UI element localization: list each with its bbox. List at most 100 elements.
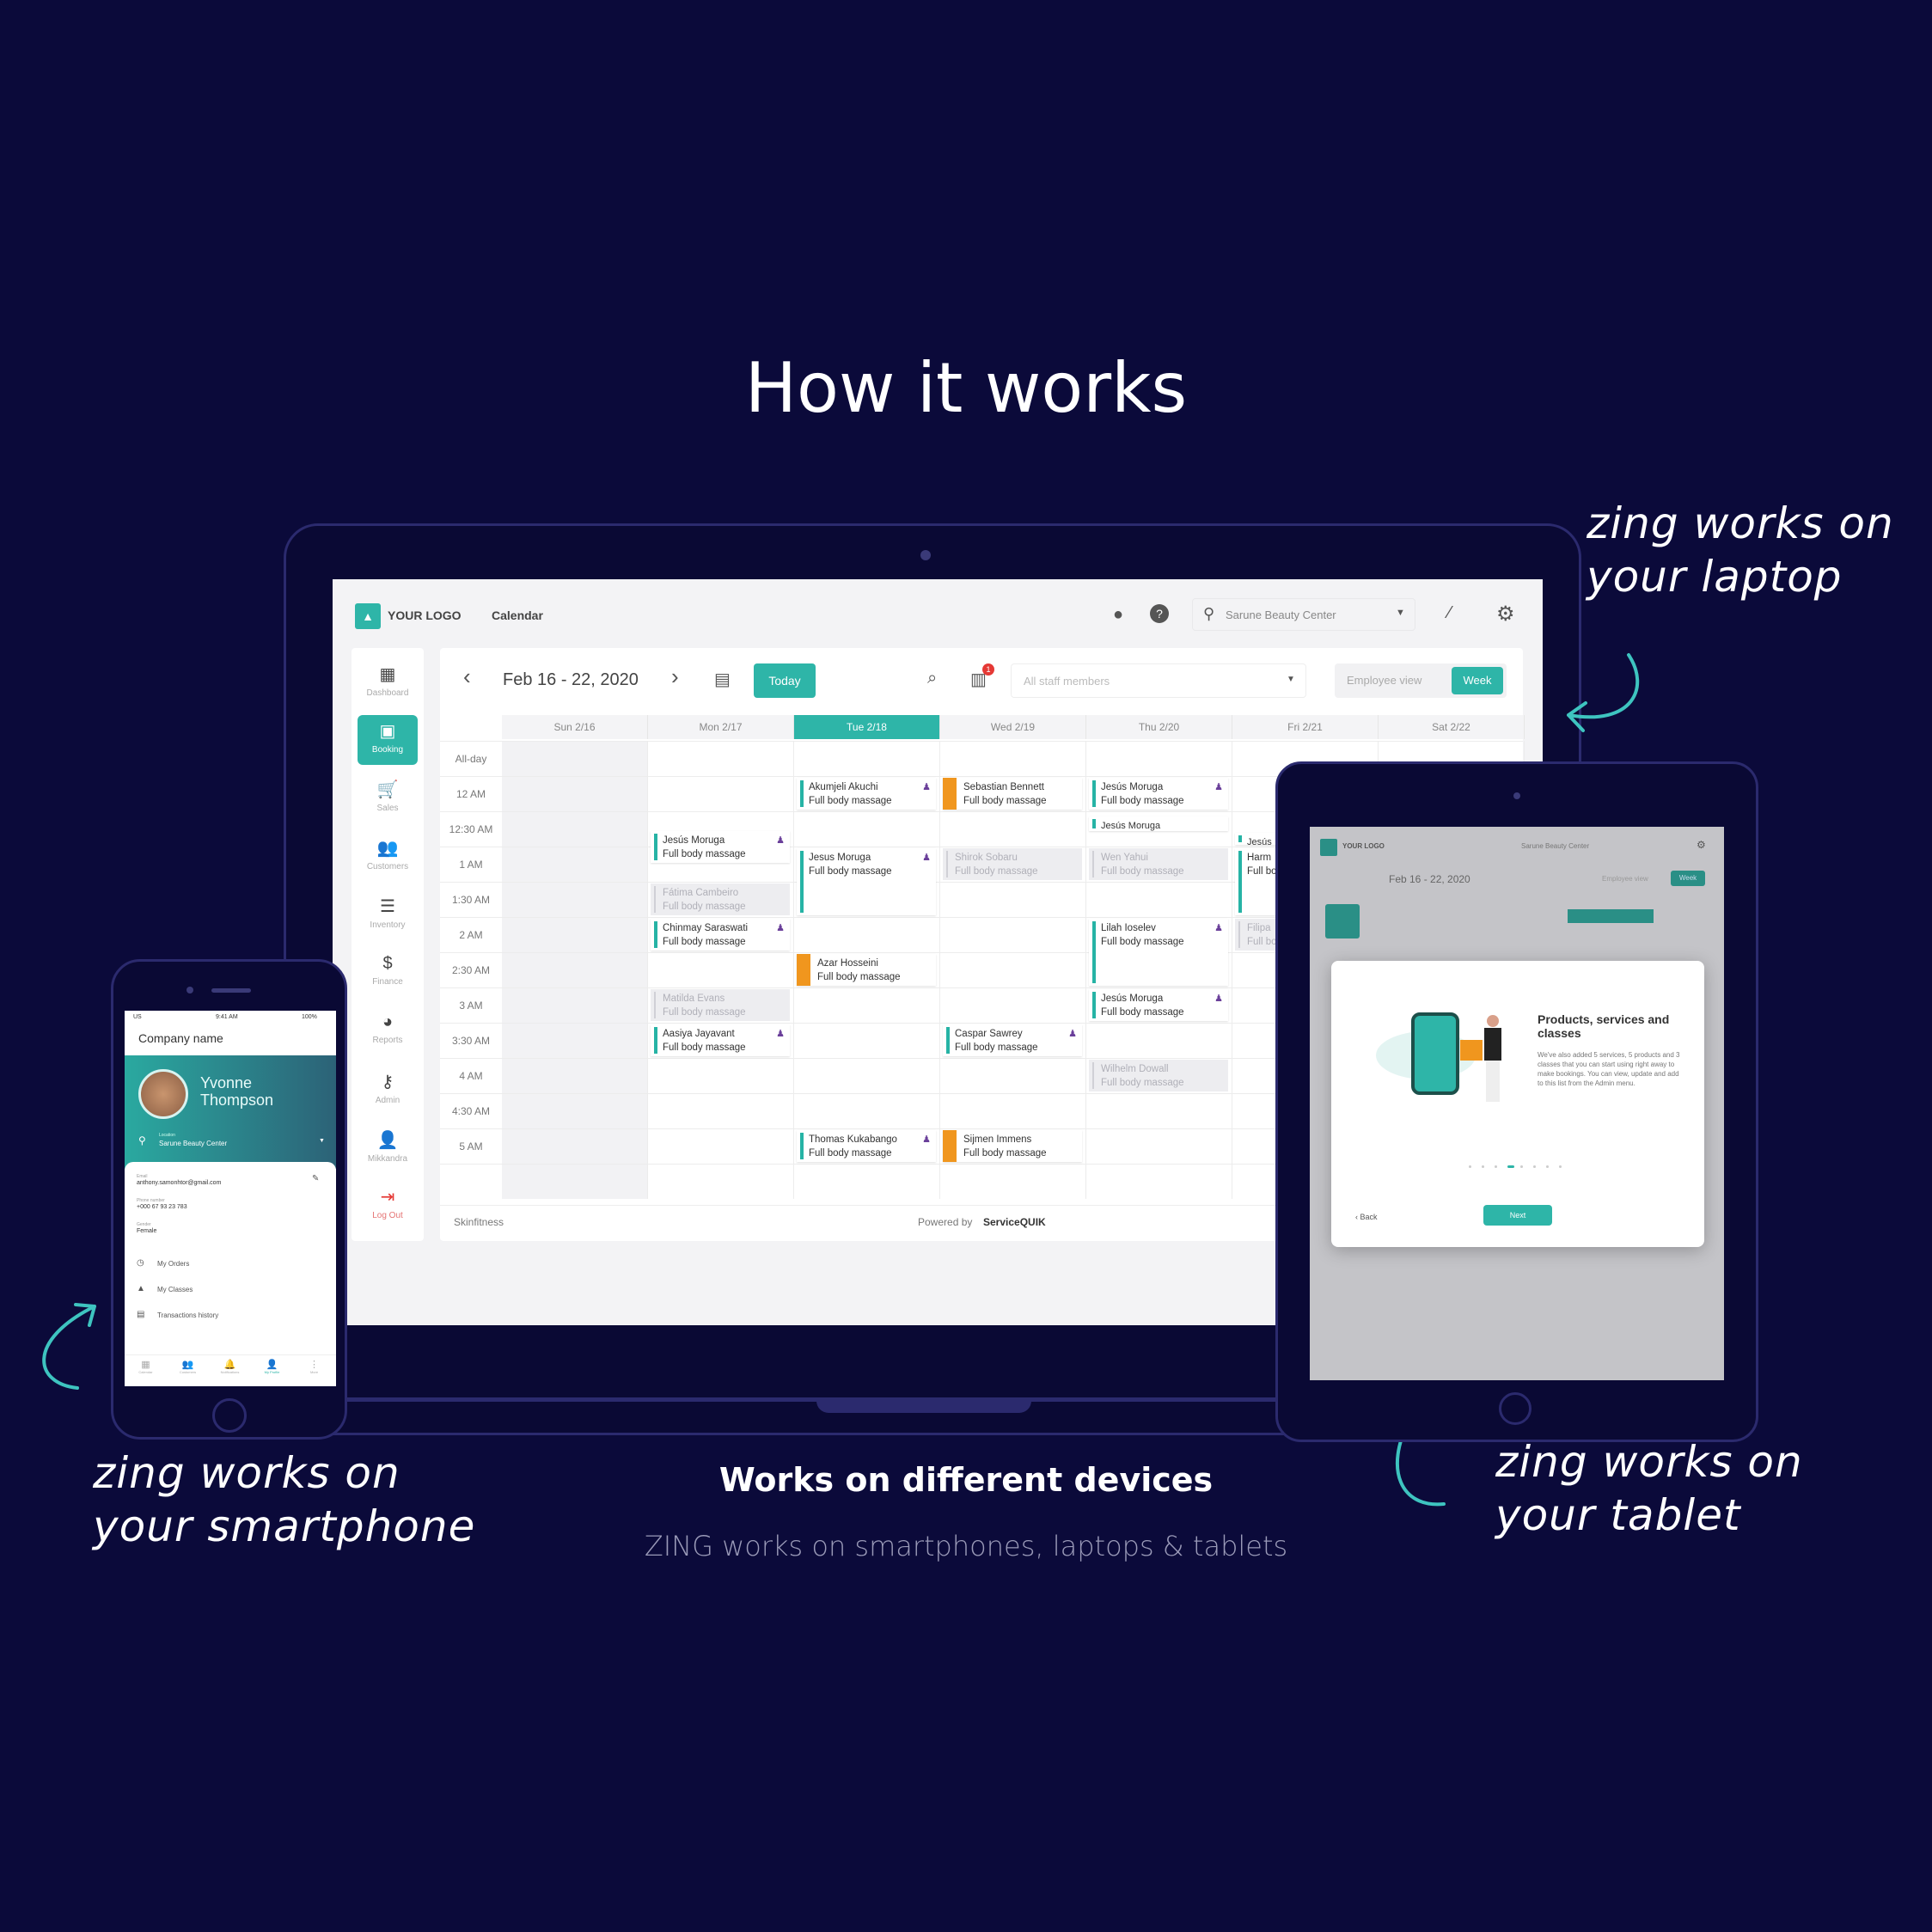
sidebar-item-mikkandra[interactable]: 👤Mikkandra [358,1124,418,1174]
step-dot [1546,1165,1549,1168]
today-button[interactable]: Today [754,663,816,698]
appointment-client: Fátima Cambeiro [663,888,739,898]
location-select[interactable]: ⚲ Sarune Beauty Center ▼ [1192,598,1415,631]
day-column[interactable] [502,741,648,1199]
sidebar-item-inventory[interactable]: ☰Inventory [358,890,418,940]
appointment-client: Jesús Moruga [1101,821,1161,831]
bottom-nav: ▦Calendar👥Customers🔔Notifications👤My Pro… [125,1354,336,1386]
prev-week-button[interactable]: ‹ [463,663,471,689]
notification-icon[interactable]: ● [1113,605,1124,624]
time-label: 1:30 AM [451,894,491,906]
key-icon: ⚷ [381,1073,394,1091]
sidebar-item-admin[interactable]: ⚷Admin [358,1066,418,1116]
appointment-service: Full body massage [963,796,1047,806]
calendar-picker-icon[interactable]: ▤ [714,670,731,689]
receipt-icon: ▤ [137,1310,145,1319]
edit-icon[interactable]: ✎ [312,1174,320,1183]
row-divider [440,952,1523,953]
chevron-down-icon: ▼ [1396,608,1405,618]
day-column[interactable] [1086,741,1232,1199]
dollar-icon: $ [382,954,393,973]
nav-item-calendar[interactable]: ▦Calendar [125,1359,167,1374]
sidebar-item-label: Sales [376,804,399,813]
location-value[interactable]: Sarune Beauty Center [159,1140,228,1147]
appointment-service: Full body massage [1101,1007,1184,1018]
location-value: Sarune Beauty Center [1521,842,1590,850]
sidebar-item-customers[interactable]: 👥 Customers [358,832,418,882]
menu-item[interactable]: My Classes [157,1286,193,1293]
appointment-client: Sebastian Bennett [963,782,1044,792]
sidebar-item-finance[interactable]: $Finance [358,949,418,999]
date-range: Feb 16 - 22, 2020 [1389,873,1470,885]
time-label: 3 AM [459,1000,483,1012]
gear-icon[interactable]: ⚙ [1496,602,1515,626]
arrow-smartphone-icon [42,1303,96,1390]
footer-business: Skinfitness [454,1216,504,1228]
search-icon[interactable]: ⌕ [927,669,938,688]
staff-select[interactable]: All staff members ▼ [1011,663,1306,698]
phone-camera [186,987,193,994]
nav-item-notifications[interactable]: 🔔Notifications [209,1359,251,1374]
menu-item[interactable]: Transactions history [157,1311,219,1319]
day-column[interactable] [940,741,1086,1199]
appointment-service: Full body massage [1101,796,1184,806]
day-column[interactable] [648,741,794,1199]
sidebar-item-booking[interactable]: ▣Booking [358,715,418,765]
page-title: Calendar [492,608,543,622]
next-button[interactable]: Next [1483,1205,1552,1226]
time-label: 4:30 AM [451,1105,491,1117]
next-week-button[interactable]: › [671,663,679,689]
appointment-card[interactable]: Jesús Moruga [1089,816,1228,831]
help-icon[interactable]: ? [1150,604,1169,623]
user-last-name: Thompson [200,1091,274,1109]
sidebar-item-dashboard[interactable]: ▦Dashboard [358,658,418,708]
nav-label: Customers [179,1370,197,1374]
week-view-option[interactable]: Week [1452,667,1503,694]
nav-item-customers[interactable]: 👥Customers [167,1359,209,1374]
sidebar-item-reports[interactable]: ◕Reports [358,1007,418,1057]
nav-label: My Profile [264,1370,280,1374]
nav-item-my-profile[interactable]: 👤My Profile [251,1359,293,1374]
brand-link[interactable]: ServiceQUIK [983,1216,1046,1228]
phone-home-button [212,1398,247,1433]
sidebar-item-sales[interactable]: 🛒Sales [358,773,418,823]
sidebar-item-label: Customers [366,862,409,871]
nav-label: Notifications [220,1370,240,1374]
field-label: Email [137,1174,148,1179]
nav-item-more[interactable]: ⋮More [293,1359,335,1374]
users-icon: 👥 [376,839,399,858]
section-subtitle: ZING works on smartphones, laptops & tab… [644,1530,1288,1562]
section-title: Works on different devices [718,1461,1214,1499]
chevron-down-icon[interactable]: ▼ [319,1138,325,1144]
inventory-icon: ☰ [380,897,395,916]
gift-icon[interactable]: ▥ [970,670,987,689]
magic-wand-icon[interactable]: ⁄ [1448,603,1452,622]
back-button[interactable]: ‹ Back [1355,1213,1378,1221]
appointment-service: Full body massage [809,796,892,806]
menu-item[interactable]: My Orders [157,1260,190,1268]
user-first-name: Yvonne [200,1074,253,1091]
employee-view-option[interactable]: Employee view [1347,674,1422,687]
sidebar-item-log-out[interactable]: ⇥Log Out [358,1181,418,1231]
day-column[interactable] [794,741,940,1199]
